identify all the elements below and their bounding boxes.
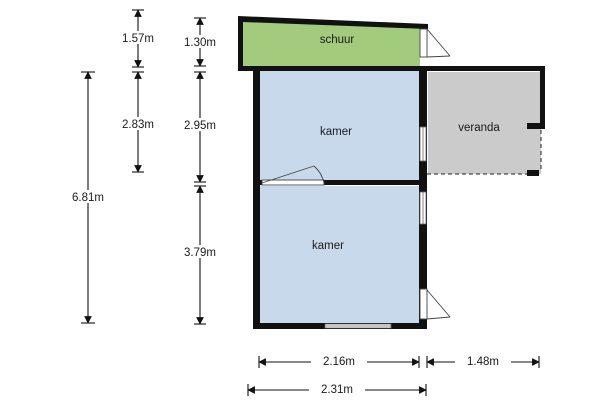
dim-col2-bot: 3.79m	[184, 247, 216, 259]
dim-width-inner: 2.16m	[323, 356, 355, 368]
veranda-open-edge	[427, 130, 542, 175]
dim-col1-top: 1.57m	[122, 33, 154, 45]
veranda-label: veranda	[458, 122, 500, 134]
dim-col2-top: 1.30m	[184, 37, 216, 49]
door-kamer-middle	[261, 179, 325, 186]
schuur-room	[242, 20, 420, 66]
dim-col2-mid: 2.95m	[184, 120, 216, 132]
doors	[261, 28, 451, 320]
kamer-top-room	[259, 70, 419, 182]
door-kamer-bottom	[419, 288, 428, 320]
dim-width-outer: 2.31m	[321, 384, 353, 396]
veranda-area	[428, 72, 541, 174]
dimension-col2	[194, 17, 206, 325]
windows	[324, 126, 427, 329]
kamer-top-label: kamer	[320, 126, 352, 138]
dim-total-height: 6.81m	[72, 192, 104, 204]
door-schuur	[419, 28, 428, 58]
dim-width-veranda: 1.48m	[467, 356, 499, 368]
dim-col1-mid: 2.83m	[122, 119, 154, 131]
kamer-bottom-label: kamer	[312, 240, 344, 252]
kamer-bottom-room	[259, 186, 419, 323]
schuur-label: schuur	[320, 34, 355, 46]
